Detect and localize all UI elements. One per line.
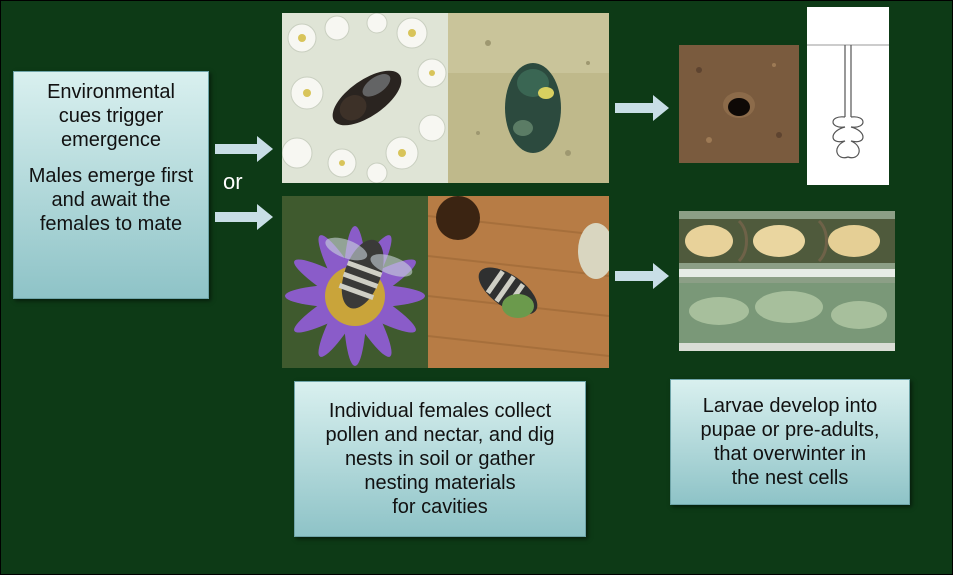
- larvae-line-4: the nest cells: [671, 466, 909, 490]
- arrow-right-icon: [615, 95, 671, 121]
- larvae-line-3: that overwinter in: [671, 442, 909, 466]
- males-text: Males emerge first and await the females…: [14, 152, 208, 236]
- bee-on-white-flowers-photo: [282, 13, 448, 183]
- females-line-4: nesting materials: [295, 471, 585, 495]
- females-line-2: pollen and nectar, and dig: [295, 423, 585, 447]
- bee-on-purple-aster-photo: [282, 196, 428, 368]
- females-line-1: Individual females collect: [295, 399, 585, 423]
- arrow-right-icon: [215, 136, 275, 162]
- bee-at-wood-cavity-photo: [428, 196, 609, 368]
- arrow-right-icon: [215, 204, 275, 230]
- arrow-right-icon: [615, 263, 671, 289]
- females-line-5: for cavities: [295, 495, 585, 519]
- bee-in-soil-photo: [448, 13, 609, 183]
- females-collect-textbox: Individual females collect pollen and ne…: [294, 381, 586, 537]
- emergence-text: Environmental cues trigger emergence: [14, 72, 208, 152]
- females-line-3: nests in soil or gather: [295, 447, 585, 471]
- burrow-diagram: [807, 7, 889, 185]
- larvae-line-2: pupae or pre-adults,: [671, 418, 909, 442]
- emergence-textbox: Environmental cues trigger emergence Mal…: [13, 71, 209, 299]
- larvae-line-1: Larvae develop into: [671, 394, 909, 418]
- larvae-in-nest-cells-photo: [679, 211, 895, 351]
- larvae-textbox: Larvae develop into pupae or pre-adults,…: [670, 379, 910, 505]
- nest-hole-in-soil-photo: [679, 45, 799, 163]
- or-label: or: [223, 169, 243, 195]
